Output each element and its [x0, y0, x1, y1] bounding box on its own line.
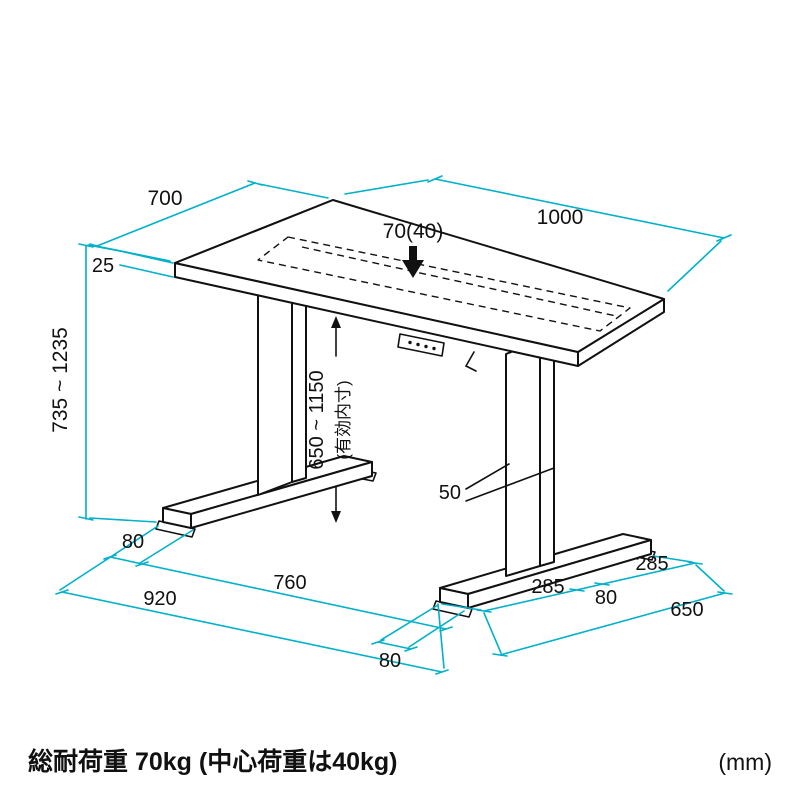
left-foot-width-label: 80	[122, 531, 144, 553]
right-column-front	[505, 340, 541, 577]
dim-right-foot-width-lines	[371, 604, 465, 652]
controller-button	[432, 346, 436, 351]
under-clearance-note-label: (有効内寸)	[334, 380, 353, 459]
dim-foot-length-lines	[483, 564, 733, 657]
dim-column-width: 50	[439, 463, 555, 504]
dim-width: 1000	[344, 175, 732, 292]
controller-button	[416, 342, 420, 347]
dim-width-lines	[344, 175, 732, 292]
dimension-annotations: 700 1000 25 735 ~ 1235 80 760 920	[49, 175, 733, 675]
right-column-side	[539, 335, 555, 567]
dim-thickness-lines	[119, 250, 174, 278]
desktop	[174, 199, 665, 367]
controller-button	[424, 344, 428, 349]
base-width-label: 920	[143, 588, 176, 610]
foot-front-segment-label: 285	[531, 576, 564, 598]
center-load-label: 70(40)	[383, 220, 444, 243]
unit-label: (mm)	[718, 749, 772, 775]
right-leg-column	[505, 335, 555, 577]
left-column-front	[257, 282, 293, 496]
hidden-frame-beam	[301, 246, 617, 317]
foot-length-label: 650	[670, 599, 703, 621]
left-column-side	[291, 277, 307, 483]
dim-foot-length: 650	[483, 564, 733, 657]
dim-foot-segment-lines	[441, 555, 703, 613]
left-leg-column	[257, 277, 307, 496]
controller-box	[397, 333, 445, 357]
clearance-arrow-down-icon	[331, 511, 341, 523]
desk-illustration	[155, 199, 665, 618]
column-width-pointer-lines	[465, 463, 555, 502]
height-controller	[397, 333, 477, 372]
desktop-top-surface	[174, 199, 665, 353]
right-foot-width-label: 80	[379, 650, 401, 672]
dim-thickness: 25	[92, 250, 174, 278]
dim-base-width-lines	[55, 589, 449, 675]
hidden-frame-outline	[257, 236, 631, 332]
dim-center-load: 70(40)	[383, 220, 444, 278]
footer: 総耐荷重 70kg (中心荷重は40kg) (mm)	[28, 747, 772, 776]
depth-dimension-label: 700	[147, 187, 182, 210]
load-arrow-shaft	[409, 246, 417, 262]
left-foot-end	[162, 507, 192, 529]
load-arrow-head-icon	[402, 260, 424, 278]
clearance-arrow-up-icon	[331, 316, 341, 328]
controller-button	[408, 340, 412, 345]
dim-base-width: 920	[55, 588, 449, 675]
foot-back-segment-label: 285	[635, 553, 668, 575]
column-width-label: 50	[439, 482, 461, 504]
width-dimension-label: 1000	[537, 206, 584, 229]
cable-detail	[464, 351, 477, 372]
under-clearance-label: 650 ~ 1150	[306, 370, 328, 469]
dim-right-foot-width: 80	[371, 604, 465, 672]
load-capacity-note: 総耐荷重 70kg (中心荷重は40kg)	[28, 747, 398, 776]
height-range-label: 735 ~ 1235	[49, 327, 72, 433]
dim-height-lines	[78, 243, 157, 523]
dim-height-range: 735 ~ 1235	[49, 243, 157, 523]
feet-span-label: 760	[273, 572, 306, 594]
dim-base-left-lines	[59, 525, 453, 669]
foot-center-segment-label: 80	[595, 587, 617, 609]
dim-base-left: 80 760	[59, 525, 453, 669]
dim-foot-segments: 285 80 285	[441, 553, 703, 613]
thickness-dimension-label: 25	[92, 255, 114, 277]
dim-under-clearance: 650 ~ 1150 (有効内寸)	[306, 316, 353, 523]
